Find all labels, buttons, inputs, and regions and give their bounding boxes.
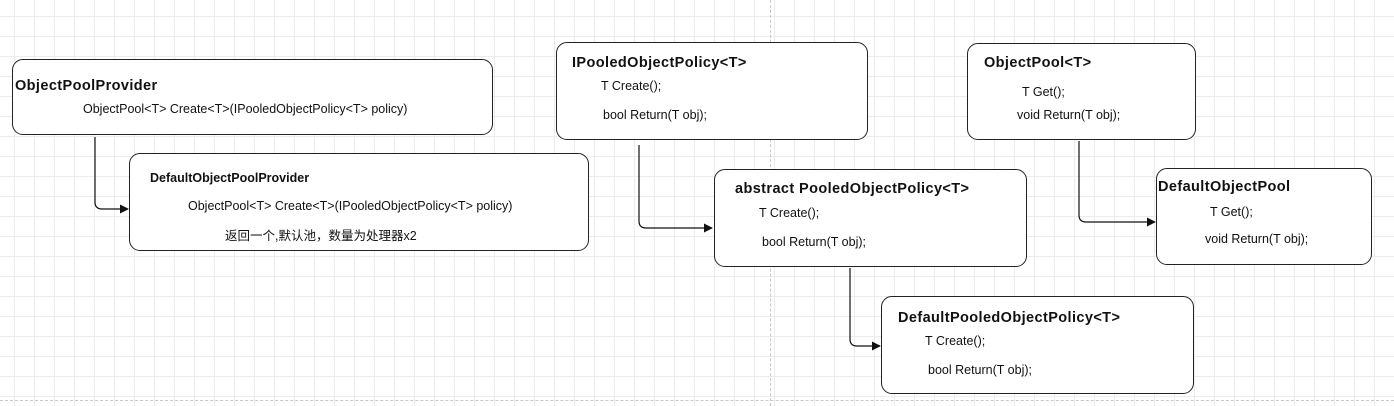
object-pool-provider-box[interactable]: ObjectPoolProvider ObjectPool<T> Create<… (12, 59, 493, 135)
edge-provider-to-default-provider (94, 137, 129, 214)
method-return: bool Return(T obj); (928, 363, 1032, 377)
method-create: T Create(); (925, 334, 986, 348)
ipooled-object-policy-box[interactable]: IPooledObjectPolicy<T> T Create(); bool … (556, 42, 868, 140)
edge-objectpool-to-default-pool (1078, 141, 1156, 227)
method-create: T Create(); (759, 206, 820, 220)
page-guide-horizontal (0, 400, 1394, 401)
method-return: void Return(T obj); (1017, 108, 1121, 122)
method-return: void Return(T obj); (1205, 232, 1309, 246)
method-return: bool Return(T obj); (762, 235, 866, 249)
default-object-pool-box[interactable]: DefaultObjectPool T Get(); void Return(T… (1156, 168, 1372, 265)
method-return: bool Return(T obj); (603, 108, 707, 122)
method-create: ObjectPool<T> Create<T>(IPooledObjectPol… (83, 102, 408, 116)
box-title: DefaultObjectPoolProvider (150, 171, 310, 185)
method-create: T Create(); (601, 79, 662, 93)
abstract-pooled-object-policy-box[interactable]: abstract PooledObjectPolicy<T> T Create(… (714, 169, 1027, 267)
object-pool-box[interactable]: ObjectPool<T> T Get(); void Return(T obj… (967, 43, 1196, 140)
method-get: T Get(); (1210, 205, 1253, 219)
box-title: abstract PooledObjectPolicy<T> (735, 181, 970, 197)
box-title: IPooledObjectPolicy<T> (572, 55, 747, 71)
method-create: ObjectPool<T> Create<T>(IPooledObjectPol… (188, 199, 513, 213)
box-title: DefaultPooledObjectPolicy<T> (898, 310, 1121, 326)
edge-abstract-policy-to-default-policy (849, 268, 881, 351)
note-text: 返回一个,默认池，数量为处理器x2 (225, 229, 417, 243)
method-get: T Get(); (1022, 85, 1065, 99)
default-object-pool-provider-box[interactable]: DefaultObjectPoolProvider ObjectPool<T> … (129, 153, 589, 251)
edge-ipolicy-to-abstract-policy (638, 145, 713, 233)
default-pooled-object-policy-box[interactable]: DefaultPooledObjectPolicy<T> T Create();… (881, 296, 1194, 394)
box-title: ObjectPoolProvider (15, 78, 158, 94)
box-title: ObjectPool<T> (984, 55, 1092, 71)
box-title: DefaultObjectPool (1158, 179, 1291, 195)
